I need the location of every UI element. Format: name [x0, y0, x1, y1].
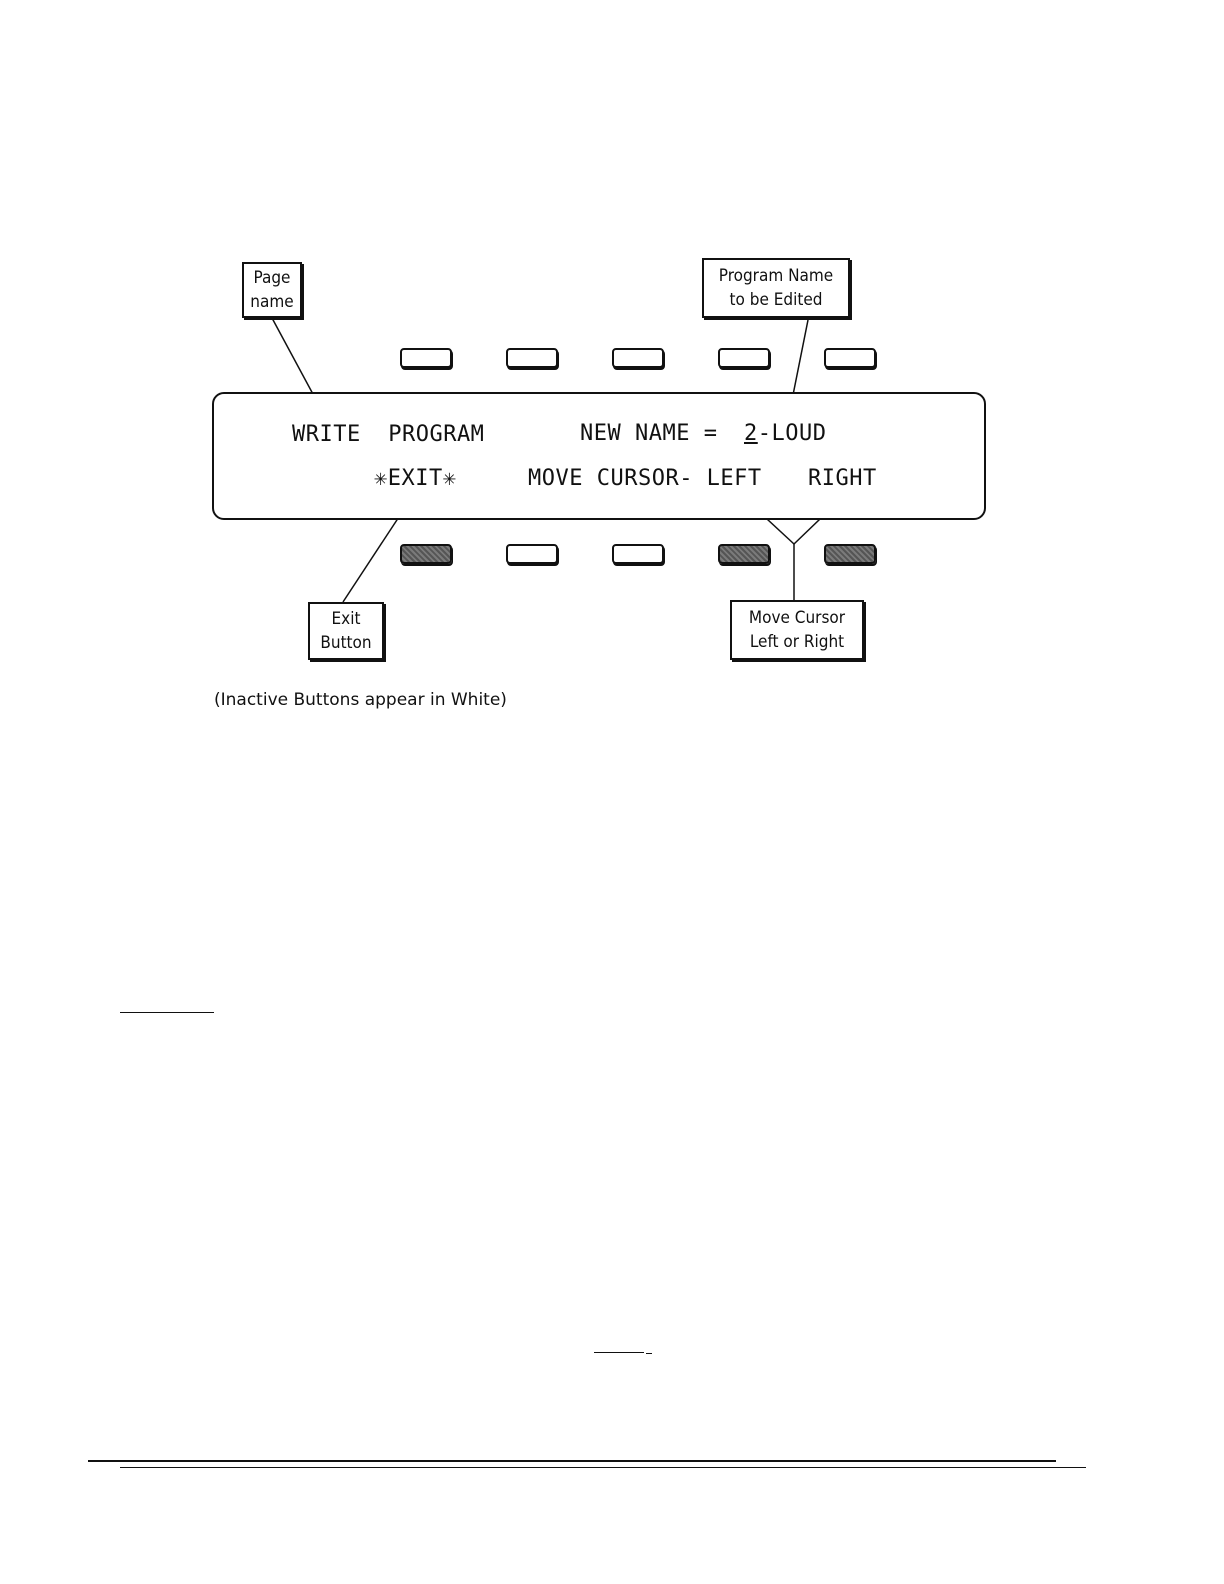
short-rule-center-tick — [646, 1353, 652, 1354]
footer-rule-bottom — [120, 1467, 1086, 1468]
soft-button-top-4[interactable] — [718, 348, 770, 368]
diagram-caption: (Inactive Buttons appear in White) — [214, 690, 507, 710]
callout-page-name-line1: Page — [244, 266, 300, 290]
display-right: RIGHT — [808, 468, 877, 490]
short-rule-center — [594, 1352, 644, 1353]
soft-button-top-2[interactable] — [506, 348, 558, 368]
display-new-name-label: NEW NAME = — [580, 423, 717, 445]
soft-button-bottom-4-left[interactable] — [718, 544, 770, 564]
display-program-name: 2-LOUD — [744, 423, 826, 445]
soft-button-bottom-5-right[interactable] — [824, 544, 876, 564]
soft-button-bottom-3[interactable] — [612, 544, 664, 564]
callout-program-name-line2: to be Edited — [704, 288, 848, 312]
callout-move-cursor-line2: Left or Right — [732, 630, 862, 654]
lcd-display — [212, 392, 986, 520]
soft-button-top-3[interactable] — [612, 348, 664, 368]
callout-exit-button: Exit Button — [308, 602, 384, 660]
callout-page-name: Page name — [242, 262, 302, 318]
display-program-name-rest: -LOUD — [758, 421, 827, 446]
display-exit: ✳EXIT✳ — [374, 468, 456, 490]
display-move-cursor-left: MOVE CURSOR- LEFT — [528, 468, 762, 490]
callout-exit-line1: Exit — [310, 607, 382, 631]
callout-program-name-line1: Program Name — [704, 264, 848, 288]
short-rule-left — [120, 1012, 214, 1013]
display-page-name: WRITE PROGRAM — [292, 424, 484, 446]
callout-exit-line2: Button — [310, 631, 382, 655]
display-cursor-char: 2 — [744, 421, 758, 446]
callout-move-cursor: Move Cursor Left or Right — [730, 600, 864, 660]
callout-move-cursor-line1: Move Cursor — [732, 606, 862, 630]
soft-button-top-1[interactable] — [400, 348, 452, 368]
callout-program-name: Program Name to be Edited — [702, 258, 850, 318]
callout-page-name-line2: name — [244, 290, 300, 314]
footer-rule-top — [88, 1460, 1056, 1462]
soft-button-top-5[interactable] — [824, 348, 876, 368]
soft-button-bottom-1-exit[interactable] — [400, 544, 452, 564]
soft-button-bottom-2[interactable] — [506, 544, 558, 564]
